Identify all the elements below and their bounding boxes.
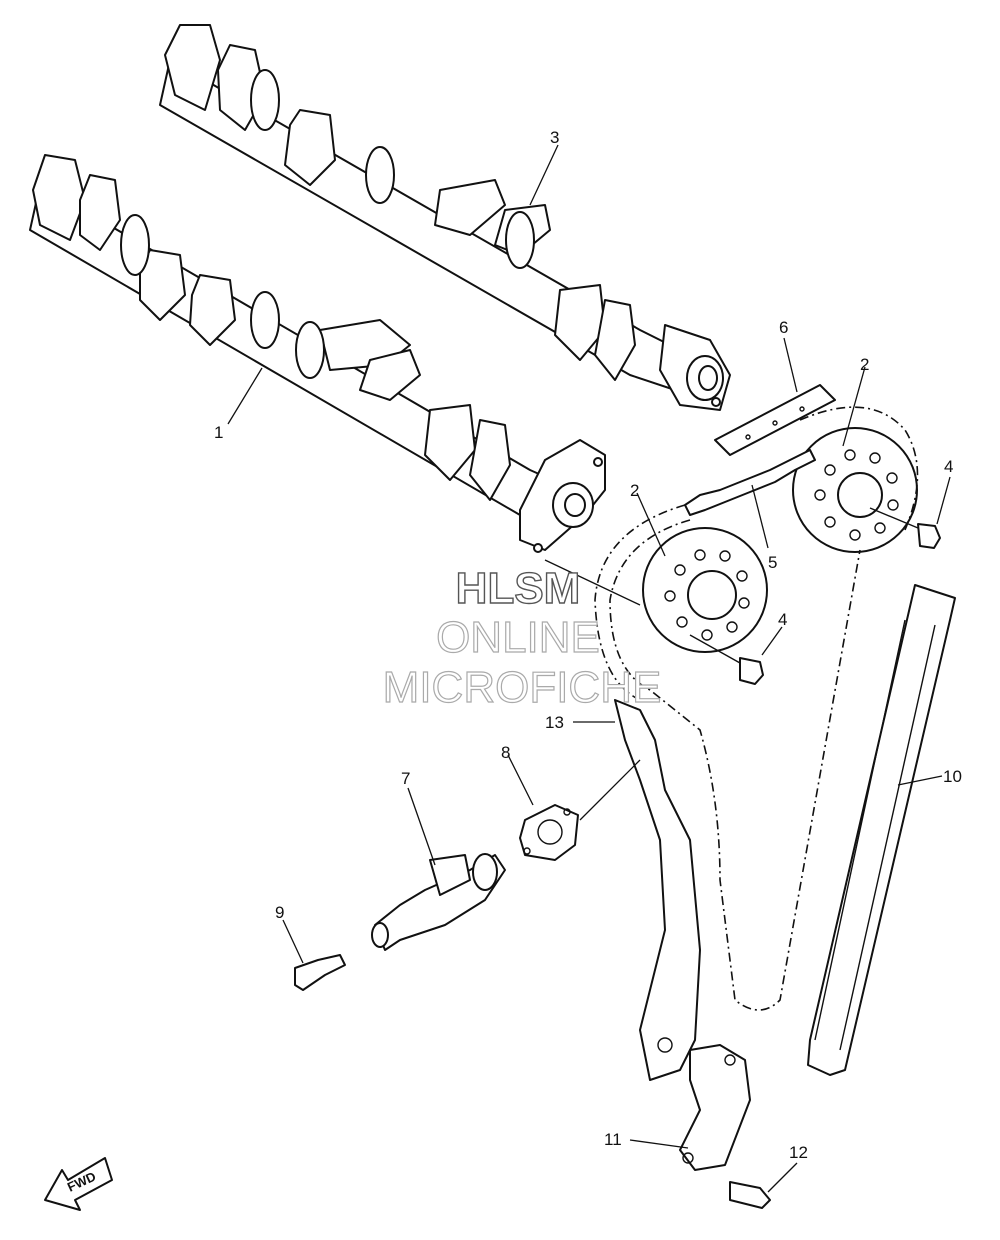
callout-5: 5 — [768, 553, 777, 572]
callout-1: 1 — [214, 423, 223, 442]
cam-chain[interactable] — [594, 449, 861, 1011]
callout-4-middle: 4 — [778, 610, 787, 629]
bolt-right[interactable] — [869, 507, 941, 549]
callout-3: 3 — [550, 128, 559, 147]
callout-12: 12 — [789, 1143, 808, 1162]
tensioner-guide[interactable] — [614, 699, 701, 1081]
bolt-bottom[interactable] — [729, 1181, 771, 1209]
sprocket-left[interactable] — [642, 527, 768, 653]
callout-10: 10 — [943, 767, 962, 786]
callout-8: 8 — [501, 743, 510, 762]
watermark-line3: MICROFICHE — [383, 663, 662, 712]
callout-2-left: 2 — [630, 481, 639, 500]
watermark: HLSM ONLINE MICROFICHE — [382, 563, 662, 712]
tensioner-assembly[interactable] — [371, 853, 506, 951]
gasket[interactable] — [519, 804, 579, 861]
callout-4-right: 4 — [944, 457, 953, 476]
chain-guide-top[interactable] — [714, 384, 836, 456]
fwd-arrow-icon: FWD — [44, 1157, 113, 1211]
callout-6: 6 — [779, 318, 788, 337]
camshaft-lower[interactable] — [29, 154, 606, 553]
leader-lines — [227, 144, 951, 1193]
watermark-line2: ONLINE — [436, 613, 600, 662]
sprocket-right[interactable] — [792, 406, 919, 553]
camshaft-upper[interactable] — [159, 24, 731, 411]
bolt-left[interactable] — [294, 954, 346, 991]
bolt-middle[interactable] — [689, 634, 764, 685]
callout-11: 11 — [604, 1130, 622, 1149]
watermark-line1: HLSM — [456, 564, 581, 613]
callout-13: 13 — [545, 713, 564, 732]
callout-9: 9 — [275, 903, 284, 922]
callout-7: 7 — [401, 769, 410, 788]
chain-guide-right[interactable] — [807, 584, 956, 1076]
bracket[interactable] — [679, 1044, 751, 1171]
callout-labels: 1 2 2 3 4 4 5 6 7 8 9 10 11 12 13 — [214, 128, 962, 1162]
callout-2-right: 2 — [860, 355, 869, 374]
